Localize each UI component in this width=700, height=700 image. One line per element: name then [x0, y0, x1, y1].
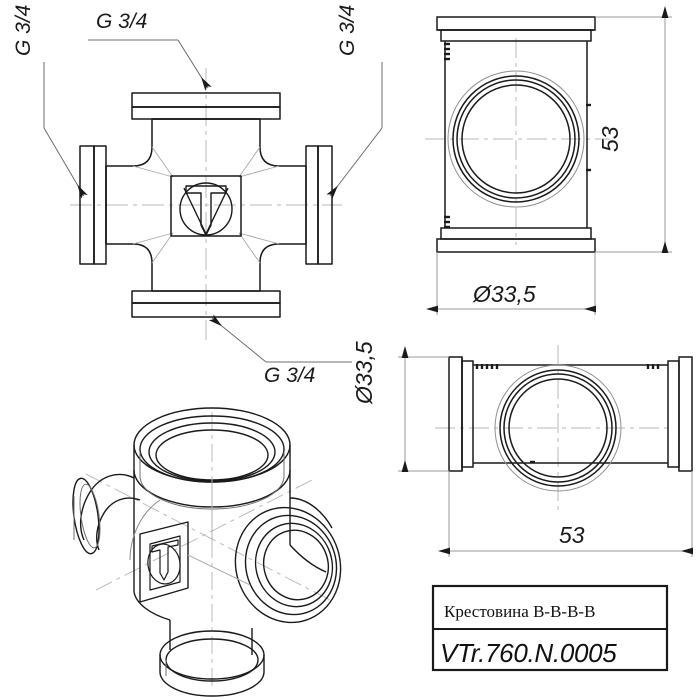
callout-leader-left: [43, 62, 88, 199]
port-flange-top: [131, 92, 281, 120]
dimension-label-width-bottom: 53: [559, 522, 585, 548]
callout-leader-right: [326, 62, 383, 200]
valtec-vt-logo-iso: [147, 539, 181, 585]
center-boss-square: [170, 175, 242, 237]
thread-label-bottom: G 3/4: [264, 364, 315, 387]
centerlines-front-view: [70, 68, 342, 340]
dimension-diameter-right-horizontal: Ø33,5: [351, 341, 449, 472]
title-block-code: VTr.760.N.0005: [440, 638, 617, 668]
dimension-width-right-horizontal: 53: [438, 471, 693, 557]
dimension-label-diameter-bottom: Ø33,5: [351, 341, 377, 405]
thread-hatch-marks-right-vertical: [444, 42, 591, 229]
title-block-name: Крестовина В-В-В-В: [444, 602, 595, 621]
iso-inner-faint-lines: [187, 478, 251, 586]
thread-label-right: G 3/4: [336, 5, 359, 56]
port-flange-left: [79, 145, 107, 265]
iso-logo-boss: [139, 521, 189, 603]
body-outline-right-vertical: [436, 16, 596, 253]
port-circles-right-horizontal: [494, 364, 622, 492]
centerlines-right-horizontal: [435, 345, 670, 512]
internal-bore-projection-lines: [132, 146, 280, 264]
callout-leader-bottom: [208, 314, 352, 363]
port-flange-bottom: [131, 290, 281, 318]
view-front-cross: [70, 68, 342, 340]
dimension-diameter-right-vertical: Ø33,5: [426, 252, 596, 315]
dimension-label-diameter-top: Ø33,5: [472, 281, 536, 307]
valtec-vt-logo: [179, 182, 233, 236]
thread-label-left: G 3/4: [12, 5, 35, 56]
dimension-label-height-top: 53: [597, 126, 623, 152]
view-right-horizontal: [435, 345, 693, 512]
iso-port-bottom: [159, 620, 265, 697]
iso-port-left: [72, 473, 141, 555]
thread-hatch-marks-right-horizontal: [475, 364, 660, 464]
port-flange-right: [305, 145, 333, 265]
callout-leader-top: [88, 39, 212, 91]
iso-centerlines: [85, 412, 331, 688]
dimension-height-right-vertical: 53: [595, 6, 672, 253]
view-right-vertical: [425, 16, 610, 253]
thread-label-top: G 3/4: [96, 10, 147, 33]
title-block: Крестовина В-В-В-В VTr.760.N.0005: [431, 584, 669, 672]
thread-callouts-front-view: G 3/4 G 3/4 G 3/4 G 3/4: [12, 5, 383, 387]
port-circles-right-vertical: [447, 70, 585, 208]
iso-port-right: [234, 497, 342, 624]
view-isometric-3d: [72, 407, 342, 697]
